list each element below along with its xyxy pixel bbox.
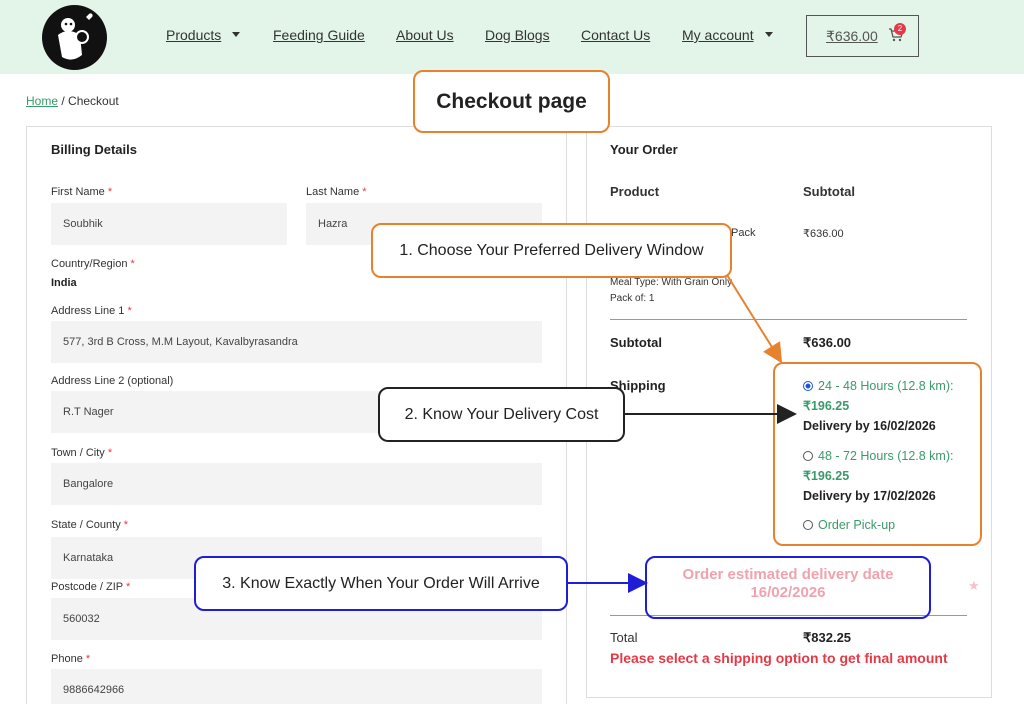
product-column-header: Product [610, 184, 660, 199]
shipping-label: Shipping [610, 378, 666, 393]
breadcrumb: Home / Checkout [26, 94, 119, 108]
shipping-cost: ₹196.25 [803, 399, 850, 413]
shipping-option-48-72[interactable]: 48 - 72 Hours (12.8 km): ₹196.25 Deliver… [803, 446, 973, 506]
cart-total: ₹636.00 [826, 28, 878, 44]
subtotal-column-header: Subtotal [803, 184, 855, 199]
nav-feeding-guide[interactable]: Feeding Guide [273, 27, 365, 43]
site-header: Products Feeding Guide About Us Dog Blog… [0, 0, 1024, 74]
shipping-error-message: Please select a shipping option to get f… [610, 650, 948, 666]
chevron-down-icon[interactable] [765, 32, 773, 37]
address1-label: Address Line 1 * [51, 305, 132, 317]
radio-icon[interactable] [803, 451, 813, 461]
city-field[interactable] [51, 463, 542, 505]
total-label: Total [610, 630, 638, 645]
breadcrumb-home-link[interactable]: Home [26, 94, 59, 108]
cart-button[interactable]: ₹636.00 2 [806, 15, 919, 57]
item-name: Pack [731, 227, 756, 239]
country-value: India [51, 277, 77, 289]
total-value: ₹832.25 [803, 630, 852, 645]
nav-dog-blogs[interactable]: Dog Blogs [485, 27, 550, 43]
nav-products[interactable]: Products [166, 27, 222, 43]
phone-label: Phone * [51, 653, 91, 665]
postcode-label: Postcode / ZIP * [51, 581, 131, 593]
first-name-field[interactable] [51, 203, 287, 245]
chevron-down-icon[interactable] [232, 32, 240, 37]
item-price: ₹636.00 [803, 228, 844, 240]
shipping-options-highlight [773, 362, 982, 546]
nav-about-us[interactable]: About Us [396, 27, 454, 43]
breadcrumb-current: Checkout [68, 94, 119, 108]
radio-icon[interactable] [803, 520, 813, 530]
subtotal-value: ₹636.00 [803, 335, 852, 350]
nav-contact-us[interactable]: Contact Us [581, 27, 651, 43]
shipping-option-pickup[interactable]: Order Pick-up [803, 515, 973, 535]
dog-cat-logo-icon[interactable] [42, 5, 107, 70]
cart-count-badge: 2 [894, 23, 906, 35]
shipping-option-24-48[interactable]: 24 - 48 Hours (12.8 km): ₹196.25 Deliver… [803, 376, 973, 436]
divider [610, 319, 967, 320]
item-meal-type: Meal Type: With Grain Only [610, 277, 733, 288]
step3-callout: 3. Know Exactly When Your Order Will Arr… [194, 556, 568, 611]
breadcrumb-separator: / [61, 94, 69, 108]
subtotal-label: Subtotal [610, 335, 662, 350]
estimate-highlight [645, 556, 931, 619]
phone-field[interactable] [51, 669, 542, 704]
checkout-page-callout: Checkout page [413, 70, 610, 133]
last-name-label: Last Name * [306, 186, 367, 198]
delivery-date: Delivery by 17/02/2026 [803, 489, 936, 503]
state-label: State / County * [51, 519, 129, 531]
estimated-delivery-date: Order estimated delivery date 16/02/2026 [682, 566, 894, 601]
delivery-date: Delivery by 16/02/2026 [803, 419, 936, 433]
shipping-cost: ₹196.25 [803, 469, 850, 483]
step1-callout: 1. Choose Your Preferred Delivery Window [371, 223, 732, 278]
address1-field[interactable] [51, 321, 542, 363]
address2-label: Address Line 2 (optional) [51, 375, 174, 387]
star-icon: ★ [968, 578, 980, 593]
divider [610, 615, 967, 616]
country-label: Country/Region * [51, 258, 135, 270]
nav-my-account[interactable]: My account [682, 27, 754, 43]
item-pack: Pack of: 1 [610, 293, 655, 304]
billing-title: Billing Details [51, 142, 137, 157]
order-title: Your Order [610, 142, 678, 157]
city-label: Town / City * [51, 447, 113, 459]
radio-selected-icon[interactable] [803, 381, 813, 391]
step2-callout: 2. Know Your Delivery Cost [378, 387, 625, 442]
first-name-label: First Name * [51, 186, 113, 198]
